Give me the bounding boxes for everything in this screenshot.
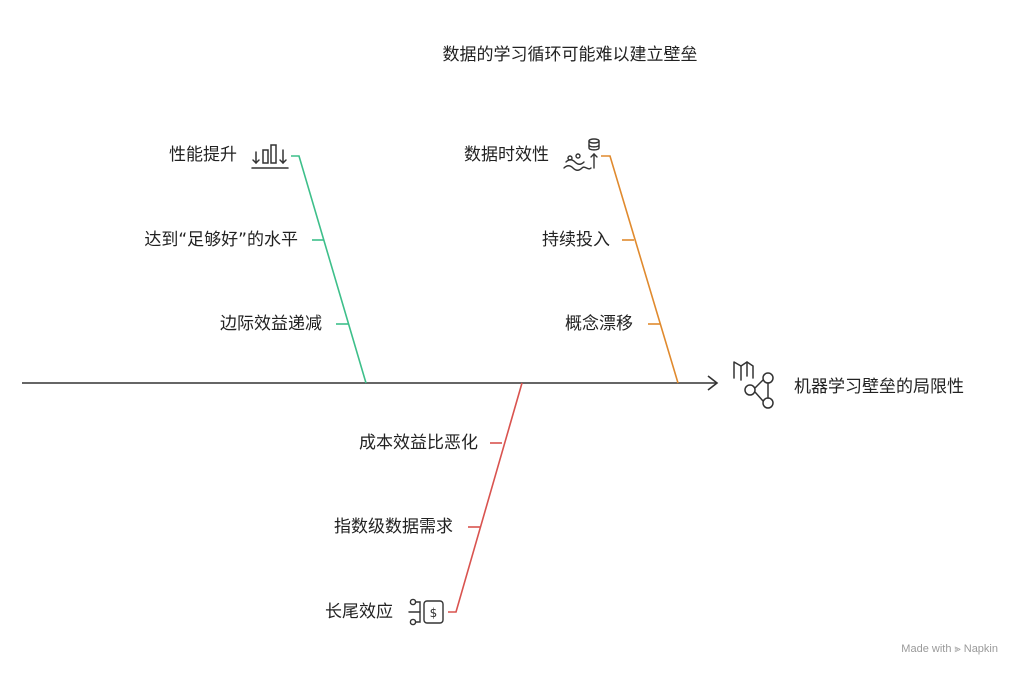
- cause-label-cost-benefit: 成本效益比恶化: [359, 433, 478, 453]
- svg-text:$: $: [430, 606, 438, 620]
- dollar-circuit-icon: $: [408, 598, 444, 626]
- cause-label-exponential-data: 指数级数据需求: [334, 517, 453, 537]
- database-waves-icon: [563, 138, 600, 171]
- branch-timeliness: [601, 155, 679, 384]
- cause-label-concept-drift: 概念漂移: [565, 314, 633, 334]
- cause-label-diminishing-returns: 边际效益递减: [220, 314, 322, 334]
- diagram-title: 数据的学习循环可能难以建立壁垒: [442, 45, 698, 65]
- branch-label-longtail: 长尾效应: [325, 602, 393, 622]
- effect-label: 机器学习壁垒的局限性: [794, 377, 964, 397]
- napkin-watermark: Made with ⫸ Napkin: [901, 643, 998, 655]
- bar-chart-arrows-icon: [251, 144, 289, 169]
- branch-performance: [291, 155, 367, 384]
- cause-label-good-enough: 达到“足够好”的水平: [144, 230, 298, 250]
- branch-label-performance: 性能提升: [169, 145, 237, 165]
- map-network-icon: [733, 361, 774, 409]
- branch-label-timeliness: 数据时效性: [464, 145, 549, 165]
- cause-label-continuous-investment: 持续投入: [542, 230, 610, 250]
- branch-longtail: [448, 382, 523, 613]
- spine-arrowhead: [707, 375, 719, 391]
